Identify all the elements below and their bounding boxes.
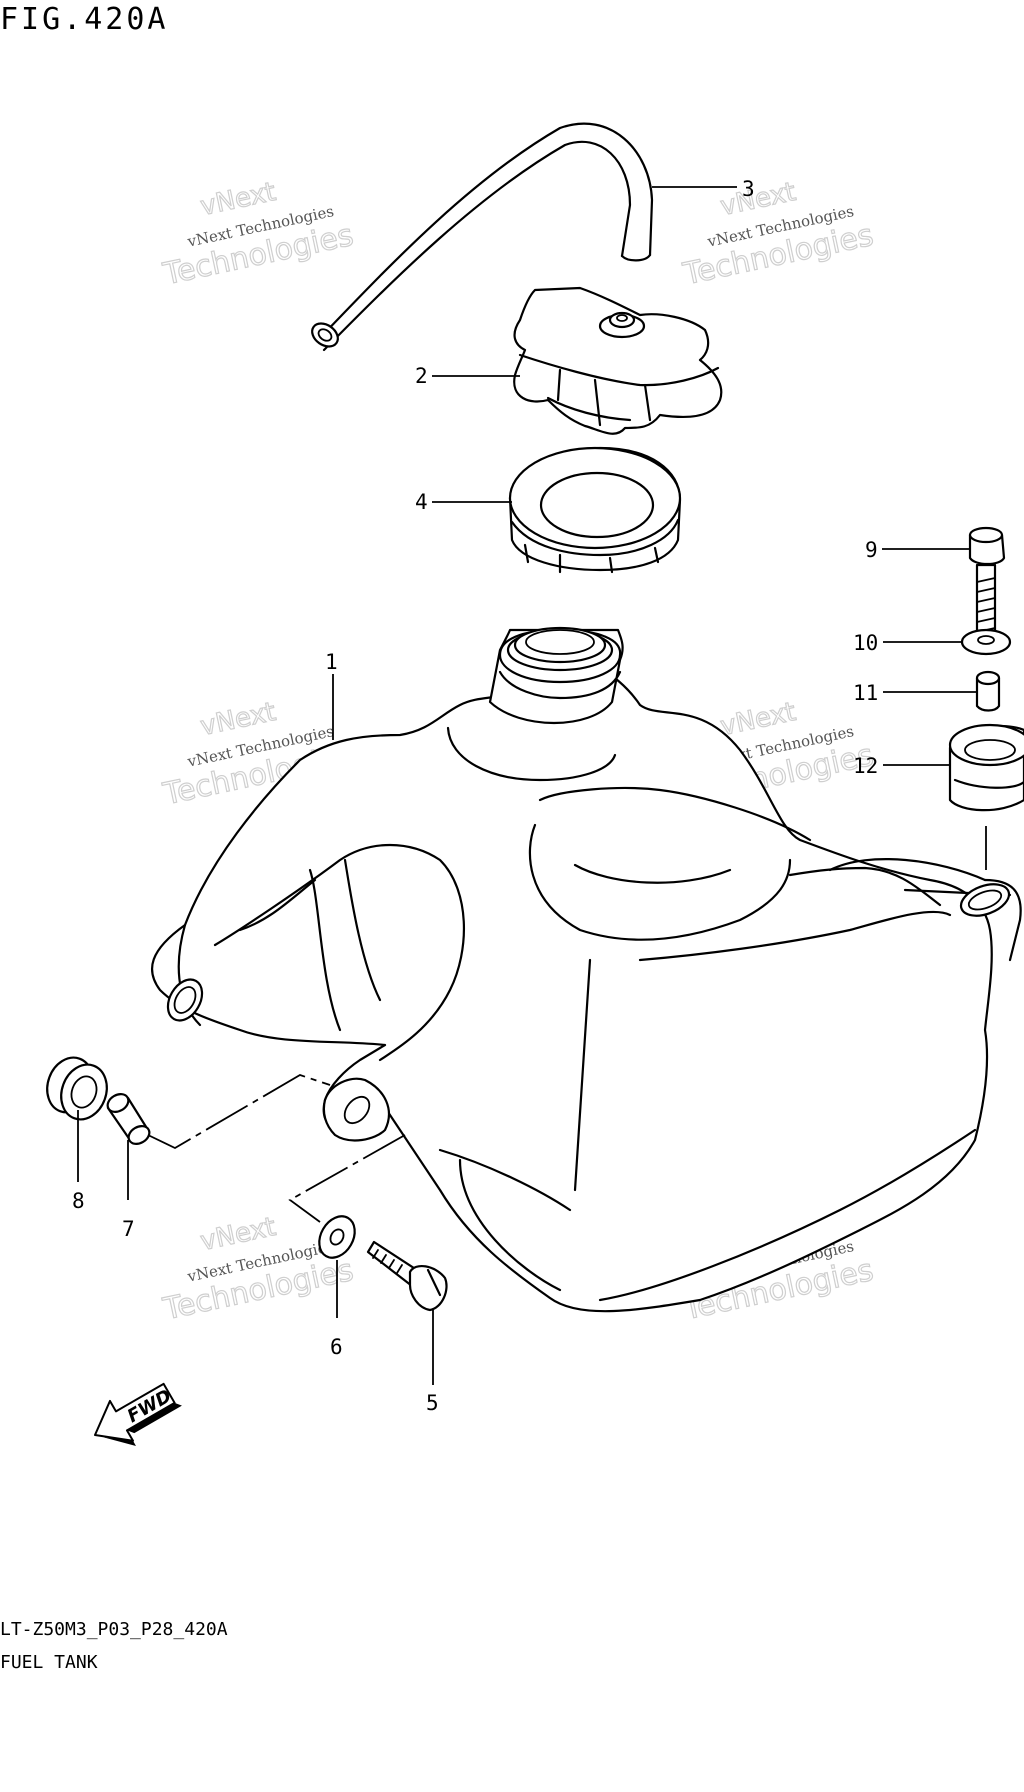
part-1-fuel-tank — [151, 626, 1022, 1313]
callout-8: 8 — [72, 1110, 85, 1213]
svg-text:11: 11 — [853, 681, 878, 705]
callout-3: 3 — [652, 177, 755, 201]
watermark-bottom-left: vNext vNext Technologies Technologies — [159, 1211, 357, 1328]
part-4-cap-gasket — [508, 446, 682, 574]
callout-10: 10 — [853, 631, 962, 655]
part-8-grommet — [46, 1056, 108, 1121]
svg-text:9: 9 — [865, 538, 878, 562]
svg-text:10: 10 — [853, 631, 878, 655]
part-2-fuel-cap — [513, 286, 723, 435]
part-10-washer — [960, 628, 1012, 656]
callout-4: 4 — [415, 490, 512, 514]
lower-assembly-line — [288, 1134, 406, 1223]
fwd-direction-arrow: FWD — [94, 1382, 182, 1446]
callout-6: 6 — [330, 1260, 343, 1359]
part-6-washer — [318, 1215, 356, 1259]
figure-title: FIG.420A — [0, 2, 169, 37]
left-assembly-line — [147, 1074, 331, 1150]
drawing-code: LT-Z50M3_P03_P28_420A — [0, 1619, 228, 1640]
svg-text:2: 2 — [415, 364, 428, 388]
callout-5: 5 — [426, 1310, 439, 1415]
svg-text:4: 4 — [415, 490, 428, 514]
callout-9: 9 — [865, 538, 970, 562]
part-11-collar — [975, 670, 1001, 712]
part-3-breather-hose — [311, 122, 654, 352]
svg-text:5: 5 — [426, 1391, 439, 1415]
svg-text:8: 8 — [72, 1189, 85, 1213]
part-12-grommet — [948, 723, 1024, 812]
watermark-top-left: vNext vNext Technologies Technologies — [159, 176, 357, 293]
svg-text:6: 6 — [330, 1335, 343, 1359]
callout-12: 12 — [853, 754, 950, 778]
part-5-bolt — [366, 1240, 448, 1312]
part-7-collar — [106, 1093, 151, 1145]
svg-text:7: 7 — [122, 1217, 135, 1241]
svg-text:12: 12 — [853, 754, 878, 778]
svg-text:3: 3 — [742, 177, 755, 201]
part-9-bolt — [968, 526, 1006, 646]
section-name: FUEL TANK — [0, 1652, 98, 1673]
callout-1: 1 — [325, 650, 338, 740]
watermark-top-right: vNext vNext Technologies Technologies — [679, 176, 877, 293]
callout-7: 7 — [122, 1140, 135, 1241]
callout-2: 2 — [415, 364, 520, 388]
callout-11: 11 — [853, 681, 977, 705]
svg-text:1: 1 — [325, 650, 338, 674]
